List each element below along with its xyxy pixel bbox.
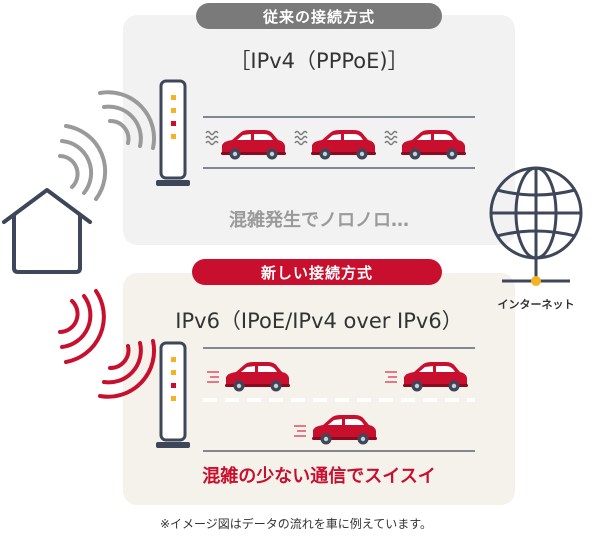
internet-label: インターネット: [497, 298, 575, 311]
speed-mark: [384, 371, 398, 383]
legacy-method-title: ［IPv4（PPPoE)］: [229, 49, 409, 73]
congestion-mark: [294, 130, 308, 146]
car-icon: [225, 362, 290, 392]
network-node: [502, 258, 570, 286]
router-icon: [156, 341, 190, 448]
house-icon: [2, 188, 92, 274]
footnote: ※イメージ図はデータの流れを車に例えています。: [159, 517, 433, 531]
legacy-method-badge: 従来の接続方式: [196, 3, 442, 29]
wifi-wave-icon: [58, 289, 157, 399]
legacy-method-caption: 混雑発生でノロノロ…: [229, 210, 409, 231]
car-icon: [312, 415, 377, 445]
car-icon: [221, 130, 286, 160]
car-icon: [403, 362, 468, 392]
new-method-badge: 新しい接続方式: [192, 259, 442, 285]
speed-mark: [206, 371, 220, 383]
wifi-wave-icon: [58, 90, 157, 201]
new-method-title: IPv6（IPoE/IPv4 over IPv6）: [175, 309, 463, 333]
car-icon: [311, 130, 376, 160]
congestion-mark: [205, 130, 219, 146]
car-icon: [401, 130, 466, 160]
new-method-caption: 混雑の少ない通信でスイスイ: [202, 466, 436, 487]
speed-mark: [293, 425, 307, 437]
router-icon: [156, 79, 190, 186]
congestion-mark: [384, 130, 398, 146]
legacy-connection-panel: [123, 15, 515, 245]
